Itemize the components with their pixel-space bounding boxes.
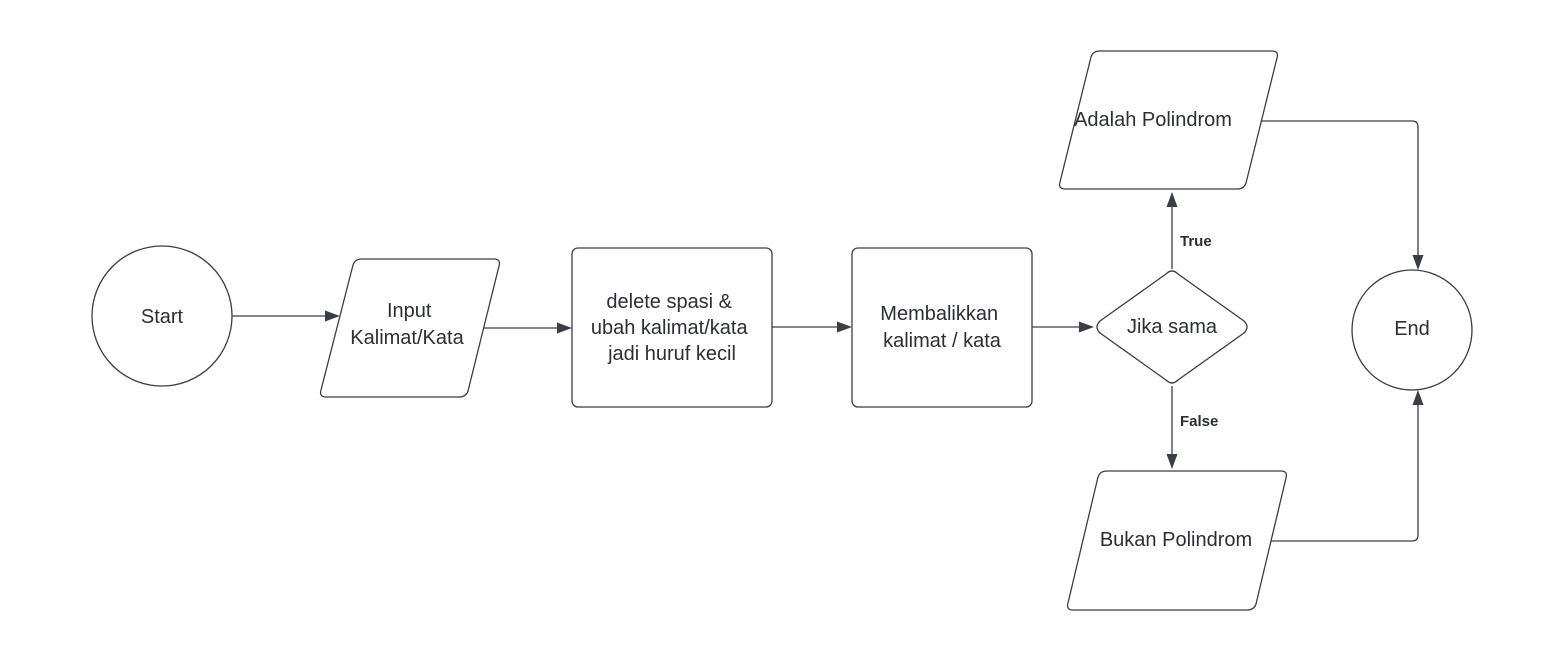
process2-label: Membalikkan kalimat / kata [880, 303, 1003, 352]
input-label-line-2: Kalimat/Kata [350, 327, 464, 349]
arrowhead-input-to-process1 [557, 322, 572, 334]
decision-node[interactable]: Jika sama [1096, 270, 1248, 384]
edges [232, 120, 1424, 542]
start-node[interactable]: Start [91, 245, 233, 387]
arrowhead-false-to-end [1412, 390, 1424, 405]
arrowhead-true-to-end [1412, 255, 1424, 270]
process1-rect [571, 247, 773, 408]
process1-label-line-1: delete spasi & [606, 291, 732, 313]
output-true-node[interactable]: Adalah Polindrom [1058, 50, 1279, 190]
arrowhead-decision-to-true [1166, 192, 1178, 207]
process1-label-line-3: jadi huruf kecil [607, 343, 736, 365]
edge-false-to-end [1270, 403, 1419, 542]
input-label: Input Kalimat/Kata [350, 300, 464, 349]
output-true-parallelogram [1058, 50, 1279, 190]
process1-label-line-2: ubah kalimat/kata [591, 317, 749, 339]
process2-node[interactable]: Membalikkan kalimat / kata [851, 247, 1033, 408]
process1-label: delete spasi & ubah kalimat/kata jadi hu… [591, 291, 753, 365]
output-false-parallelogram [1066, 470, 1288, 611]
start-label: Start [141, 306, 184, 328]
arrowhead-process2-to-decision [1079, 321, 1094, 333]
input-parallelogram [319, 258, 501, 398]
input-node[interactable]: Input Kalimat/Kata [319, 258, 501, 398]
input-label-line-1: Input [387, 300, 432, 322]
process2-label-line-1: Membalikkan [880, 303, 998, 325]
true-edge-label: True [1180, 233, 1212, 250]
arrowhead-decision-to-false [1166, 454, 1178, 469]
decision-diamond [1096, 270, 1248, 384]
output-true-label: Adalah Polindrom [1074, 109, 1232, 131]
process2-rect [851, 247, 1033, 408]
edge-true-to-end [1259, 120, 1419, 257]
end-circle [1351, 269, 1473, 391]
arrowhead-process1-to-process2 [837, 321, 852, 333]
false-edge-label: False [1180, 413, 1218, 430]
output-false-label: Bukan Polindrom [1100, 529, 1252, 551]
output-false-node[interactable]: Bukan Polindrom [1066, 470, 1288, 611]
arrowhead-start-to-input [325, 310, 340, 322]
start-circle [91, 245, 233, 387]
decision-label: Jika sama [1127, 316, 1218, 338]
process2-label-line-2: kalimat / kata [883, 330, 1002, 352]
end-node[interactable]: End [1351, 269, 1473, 391]
process1-node[interactable]: delete spasi & ubah kalimat/kata jadi hu… [571, 247, 773, 408]
end-label: End [1394, 318, 1430, 340]
